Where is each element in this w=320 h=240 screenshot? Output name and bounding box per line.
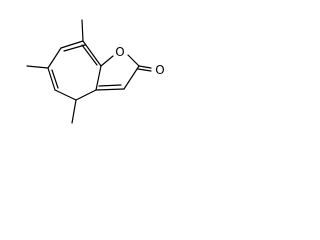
bond <box>137 68 152 72</box>
bond <box>60 40 84 49</box>
bond <box>81 19 84 42</box>
bond <box>75 89 97 101</box>
bond <box>47 47 62 69</box>
bond <box>82 40 102 67</box>
bond <box>98 84 122 87</box>
bond <box>81 44 98 66</box>
bonds <box>26 19 152 124</box>
bond <box>95 65 102 91</box>
ring-oxygen-label: O <box>115 45 124 59</box>
carbonyl-oxygen-label: O <box>155 63 164 77</box>
bond <box>123 65 140 90</box>
bond <box>47 67 56 91</box>
bond <box>26 65 49 69</box>
bond <box>127 54 140 67</box>
bond <box>138 65 152 69</box>
bond <box>100 55 114 67</box>
bond <box>51 69 59 89</box>
bond <box>95 88 125 91</box>
bond <box>54 89 77 101</box>
molecule-structure: O O <box>26 19 165 124</box>
bond <box>63 44 86 52</box>
bond <box>71 99 77 124</box>
